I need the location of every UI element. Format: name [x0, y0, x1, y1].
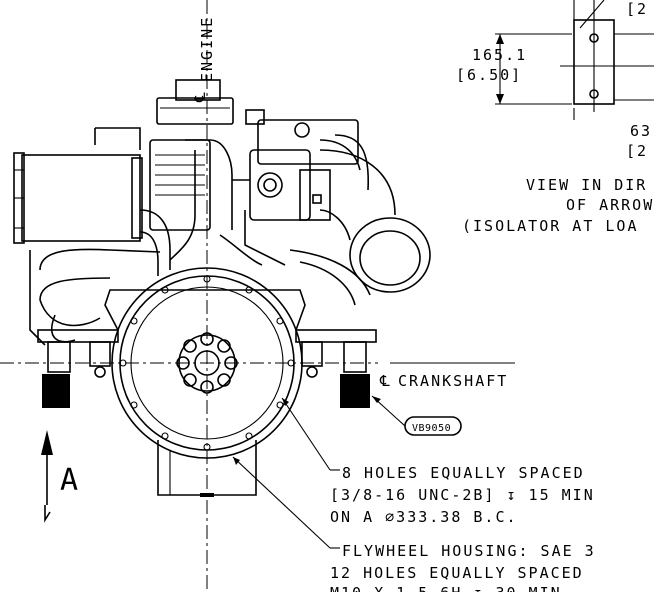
crankshaft-label: CRANKSHAFT: [398, 372, 508, 390]
dim-height-in: [6.50]: [456, 66, 522, 84]
housing-note-line2: 12 HOLES EQUALLY SPACED: [330, 564, 584, 582]
dim-top-partial: [2: [626, 0, 648, 18]
view-caption-line1: VIEW IN DIR: [526, 176, 647, 194]
flywheel-housing: [104, 267, 306, 497]
part-number: VB9050: [412, 423, 451, 434]
dim-width-mm: 63: [630, 122, 652, 140]
housing-note-line3: M10 X 1.5-6H ↧ 30 MIN: [330, 584, 562, 592]
crankshaft-centerline-symbol: ℄: [379, 372, 392, 390]
dim-width-in: [2: [626, 142, 648, 160]
holes-note-line2: [3/8-16 UNC-2B] ↧ 15 MIN: [330, 486, 595, 504]
holes-note: 8 HOLES EQUALLY SPACED [3/8-16 UNC-2B] ↧…: [330, 464, 595, 526]
engine-top: [156, 79, 359, 165]
holes-note-line3: ON A ⌀333.38 B.C.: [330, 508, 518, 526]
piping: [29, 134, 371, 346]
left-isolator: [37, 329, 119, 408]
view-arrow: A: [41, 430, 78, 523]
part-number-tag: VB9050: [371, 395, 462, 436]
engine-centerline-symbol: ℄: [191, 90, 209, 103]
left-box: [13, 152, 143, 244]
view-arrow-letter: A: [60, 463, 78, 498]
accessories: [94, 127, 331, 231]
housing-note: FLYWHEEL HOUSING: SAE 3 12 HOLES EQUALLY…: [330, 542, 596, 592]
view-caption-line3: (ISOLATOR AT LOA: [462, 217, 639, 235]
turbo-outlet: [319, 149, 431, 293]
isolator-detail: [495, 0, 654, 120]
dim-height-mm: 165.1: [472, 46, 527, 64]
holes-note-line1: 8 HOLES EQUALLY SPACED: [342, 464, 585, 482]
right-isolator: [295, 329, 377, 408]
flywheel-bolt-ring: [176, 332, 238, 394]
view-caption-line2: OF ARROW: [566, 196, 654, 214]
engine-label: ENGINE: [198, 16, 216, 82]
housing-note-line1: FLYWHEEL HOUSING: SAE 3: [342, 542, 596, 560]
housing-bolt-holes: [119, 275, 295, 451]
leader-lines: [232, 397, 340, 549]
